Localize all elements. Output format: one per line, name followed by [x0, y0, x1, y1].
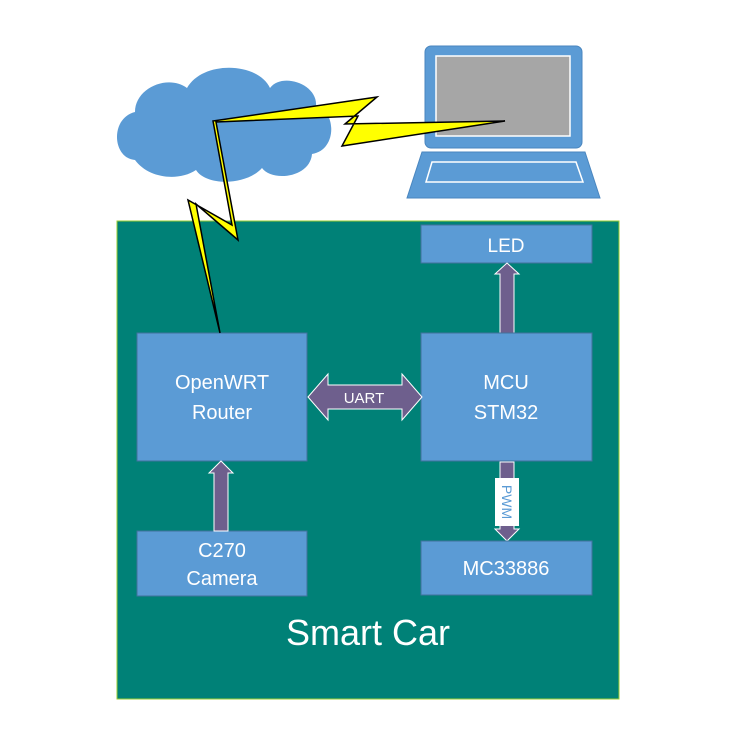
- container-label: Smart Car: [286, 612, 450, 653]
- uart-label: UART: [344, 390, 385, 407]
- driver-block: MC33886: [420, 540, 593, 596]
- pwm-label: PWM: [499, 485, 515, 519]
- camera-to-router-arrow: [207, 460, 235, 532]
- mcu-block: MCU STM32: [420, 332, 593, 462]
- mcu-label-line1: MCU: [483, 372, 529, 394]
- led-block: LED: [420, 224, 593, 264]
- lightning-bolt-icon: [186, 95, 506, 334]
- router-label-line2: Router: [192, 402, 252, 424]
- mcu-to-driver-arrow: PWM: [493, 461, 521, 542]
- router-block: OpenWRT Router: [136, 332, 308, 462]
- mcu-to-led-arrow: [493, 262, 521, 334]
- camera-label-line2: Camera: [186, 568, 258, 590]
- uart-arrow: UART: [307, 372, 423, 422]
- led-label: LED: [488, 236, 525, 257]
- camera-label-line1: C270: [198, 540, 246, 562]
- cloud-icon: [116, 67, 332, 182]
- camera-block: C270 Camera: [136, 530, 308, 597]
- driver-label: MC33886: [463, 558, 550, 580]
- mcu-label-line2: STM32: [474, 402, 538, 424]
- router-label-line1: OpenWRT: [175, 372, 269, 394]
